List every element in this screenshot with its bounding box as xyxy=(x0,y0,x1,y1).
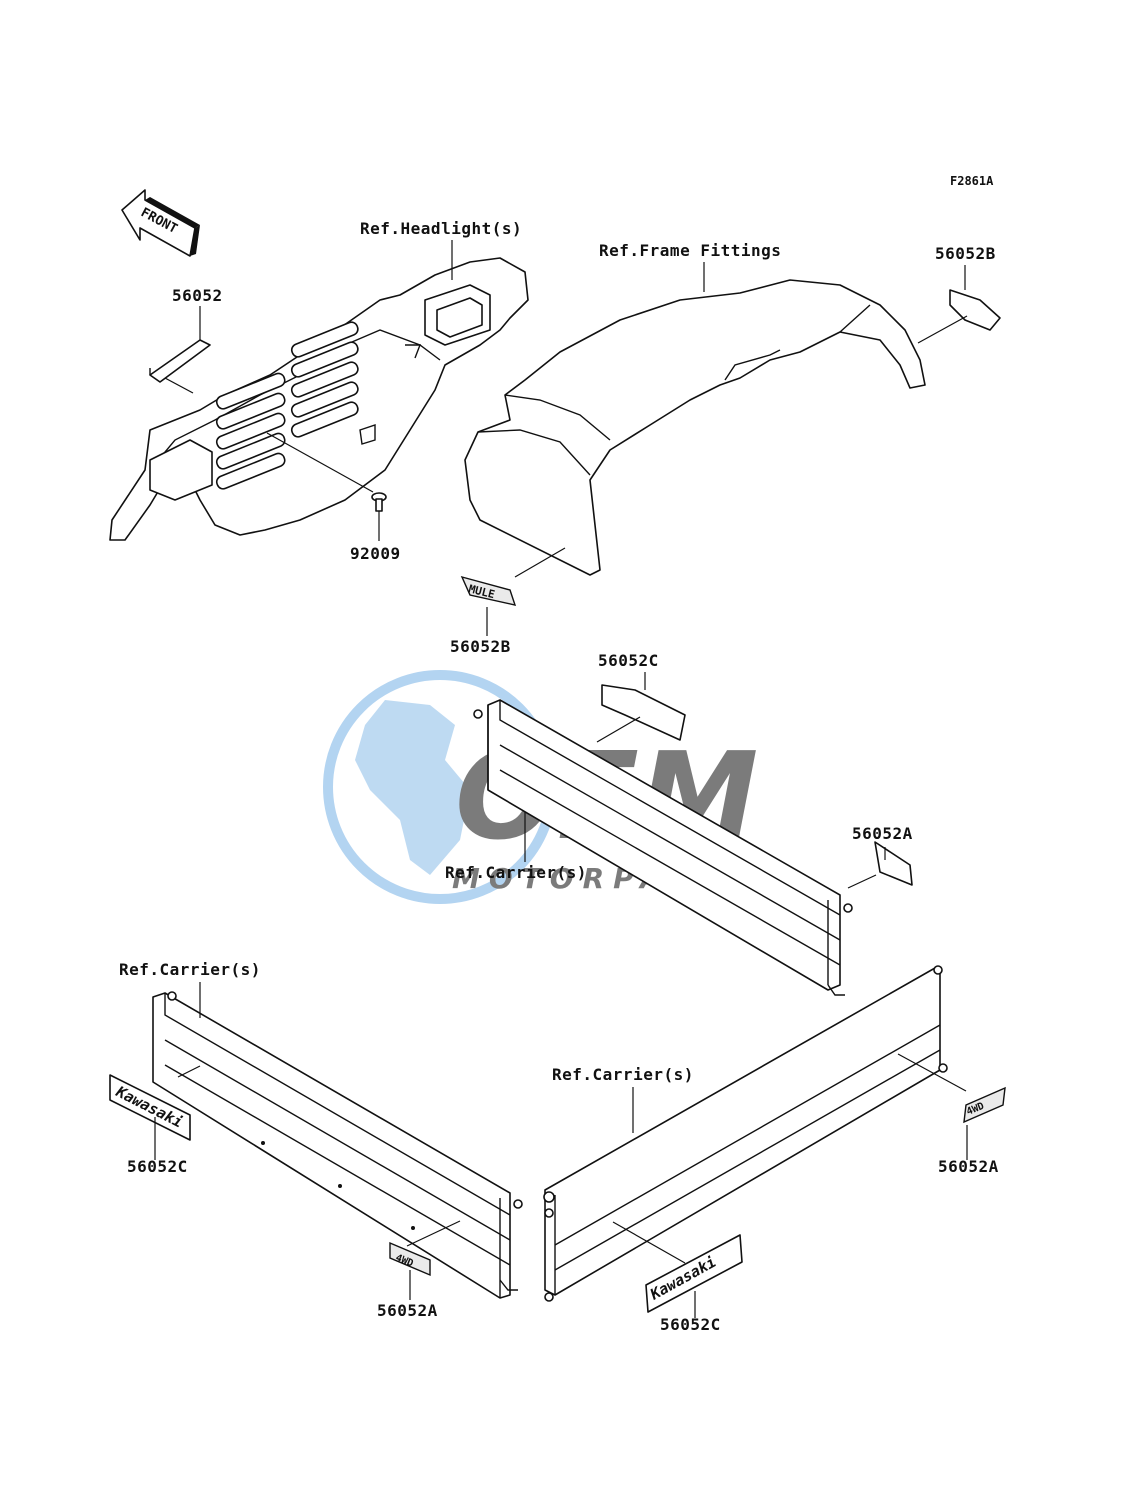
label-56052a-right: 56052A xyxy=(938,1157,999,1176)
label-ref-frame-fittings: Ref.Frame Fittings xyxy=(599,241,781,260)
front-panel-part xyxy=(109,257,529,541)
decal-56052b-top-part xyxy=(949,289,1001,331)
carrier-right-part xyxy=(543,965,948,1302)
decal-kawasaki-bottom-part: Kawasaki xyxy=(645,1234,743,1313)
label-ref-carrier-left: Ref.Carrier(s) xyxy=(119,960,261,979)
labels: Ref.Headlight(s) Ref.Frame Fittings 5605… xyxy=(119,219,999,1334)
figure-code: F2861A xyxy=(950,174,994,188)
decal-56052-part xyxy=(149,339,211,383)
decal-mule-part: MULE xyxy=(460,575,517,606)
label-56052b-mid: 56052B xyxy=(450,637,511,656)
label-56052c-bottom: 56052C xyxy=(660,1315,721,1334)
decal-56052a-upper-part xyxy=(874,841,913,886)
label-56052b-top: 56052B xyxy=(935,244,996,263)
carrier-left-part xyxy=(152,991,523,1299)
decal-4wd-right-part: 4WD xyxy=(963,1086,1006,1124)
label-56052c-upper: 56052C xyxy=(598,651,659,670)
label-ref-carrier-upper: Ref.Carrier(s) xyxy=(445,863,587,882)
label-ref-headlight: Ref.Headlight(s) xyxy=(360,219,522,238)
carrier-upper-part xyxy=(473,699,853,996)
label-ref-carrier-right: Ref.Carrier(s) xyxy=(552,1065,694,1084)
label-56052a-bottom: 56052A xyxy=(377,1301,438,1320)
screw-92009-icon xyxy=(371,492,387,512)
decal-56052c-upper-part xyxy=(601,684,686,741)
leader-lines xyxy=(154,240,968,1318)
watermark-continents-icon xyxy=(355,700,470,875)
front-arrow-icon: FRONT xyxy=(121,189,200,257)
decal-mule-text: MULE xyxy=(467,582,496,601)
label-56052a-upper: 56052A xyxy=(852,824,913,843)
frame-fittings-part xyxy=(464,279,926,576)
label-92009: 92009 xyxy=(350,544,401,563)
grille-louvers xyxy=(215,321,359,490)
label-56052c-left: 56052C xyxy=(127,1157,188,1176)
label-56052: 56052 xyxy=(172,286,223,305)
